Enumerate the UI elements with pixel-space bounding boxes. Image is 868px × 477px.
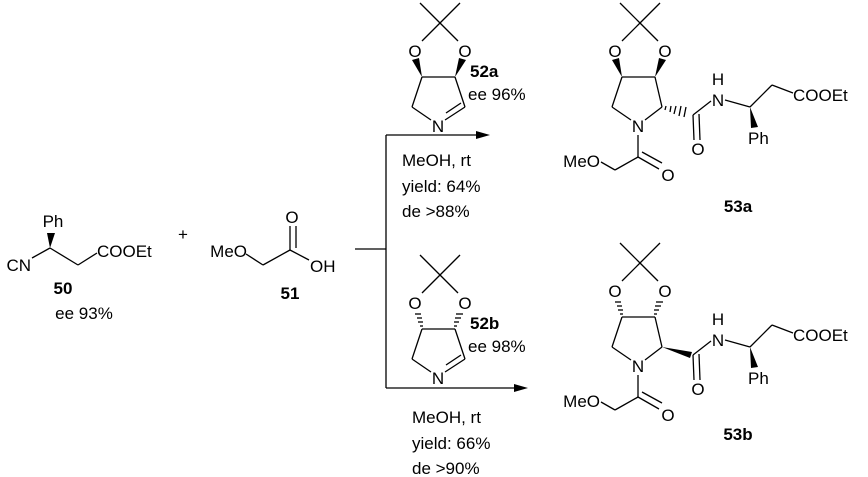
condition-line: MeOH, rt [402, 151, 471, 170]
hydroxyl-label: OH [310, 257, 336, 276]
methoxy-label: MeO [563, 392, 600, 411]
condition-line: de >90% [412, 459, 480, 477]
reaction-arrows [355, 131, 528, 392]
amide-hydrogen: H [712, 70, 724, 89]
amide-hydrogen: H [712, 310, 724, 329]
nitrogen-label: N [632, 117, 644, 136]
amide-nitrogen: N [712, 331, 724, 350]
methoxy-label: MeO [210, 242, 247, 261]
oxygen-label: O [658, 282, 671, 301]
ester-label: COOEt [793, 86, 848, 105]
plus-sign: + [178, 225, 188, 244]
methoxy-label: MeO [563, 152, 600, 171]
compound-number: 52b [470, 314, 499, 333]
ee-value: ee 98% [468, 337, 526, 356]
oxygen-label: O [458, 294, 471, 313]
arrowhead-icon [476, 131, 490, 139]
ee-value: ee 96% [468, 85, 526, 104]
oxygen-label: O [608, 42, 621, 61]
carbonyl-oxygen: O [285, 208, 298, 227]
arrowhead-icon [514, 384, 528, 392]
ester-label: COOEt [97, 242, 152, 261]
conditions-b: MeOH, rt yield: 66% de >90% [412, 408, 490, 477]
compound-51: MeO O OH 51 [210, 208, 335, 303]
phenyl-label: Ph [43, 212, 64, 231]
compound-number: 50 [54, 279, 73, 298]
condition-line: de >88% [402, 202, 470, 221]
oxygen-label: O [658, 42, 671, 61]
nitrogen-label: N [432, 369, 444, 388]
oxygen-label: O [608, 282, 621, 301]
compound-52a: O O N [408, 2, 472, 136]
conditions-a: MeOH, rt yield: 64% de >88% [402, 151, 480, 221]
compound-number: 53b [723, 425, 752, 444]
acyl-oxygen: O [661, 166, 674, 185]
compound-53a: O O N O N H COOEt Ph MeO O 53a [563, 2, 848, 216]
condition-line: yield: 66% [412, 434, 490, 453]
ee-value: ee 93% [55, 304, 113, 323]
ester-label: COOEt [793, 326, 848, 345]
condition-line: MeOH, rt [412, 408, 481, 427]
isocyanide-label: CN [6, 256, 31, 275]
compound-52b: O O N [408, 254, 472, 388]
phenyl-label: Ph [748, 369, 769, 388]
amide-oxygen: O [691, 140, 704, 159]
oxygen-label: O [408, 294, 421, 313]
compound-50: Ph CN COOEt 50 ee 93% [6, 212, 152, 323]
wedge-bond [47, 233, 55, 248]
acyl-oxygen: O [661, 406, 674, 425]
compound-number: 52a [470, 62, 499, 81]
compound-number: 53a [724, 197, 753, 216]
condition-line: yield: 64% [402, 177, 480, 196]
nitrogen-label: N [632, 357, 644, 376]
nitrogen-label: N [432, 117, 444, 136]
amide-nitrogen: N [712, 91, 724, 110]
oxygen-label: O [458, 42, 471, 61]
compound-number: 51 [281, 284, 300, 303]
phenyl-label: Ph [748, 129, 769, 148]
oxygen-label: O [408, 42, 421, 61]
amide-oxygen: O [691, 380, 704, 399]
compound-53b: O O N O N H COOEt Ph MeO O 53b [563, 242, 848, 444]
